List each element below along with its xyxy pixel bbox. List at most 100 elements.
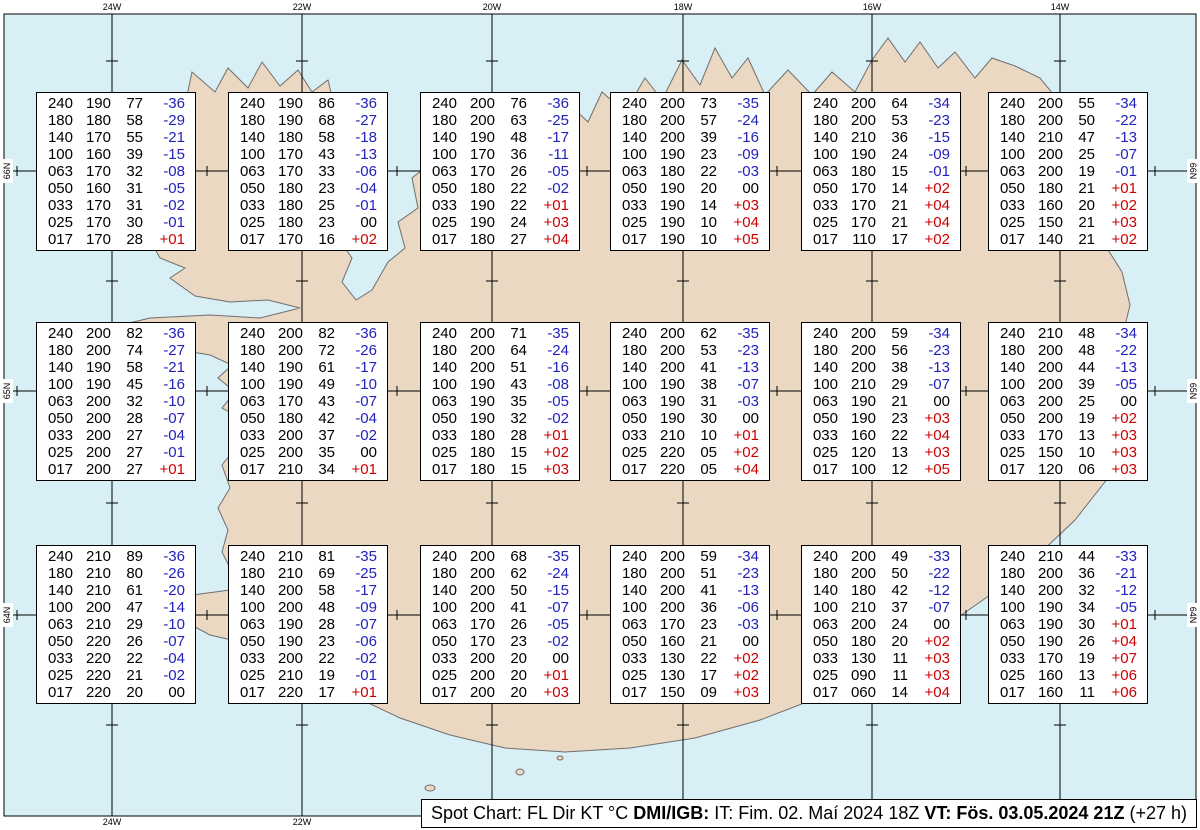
dir-value: 170: [469, 633, 495, 650]
dir-value: 130: [659, 650, 685, 667]
fl-value: 140: [621, 359, 647, 376]
kt-value: 41: [700, 359, 717, 376]
temp-value: -04: [355, 410, 377, 427]
temp-value: -02: [355, 650, 377, 667]
caption-bar: Spot Chart: FL Dir KT °C DMI/IGB: IT: Fi…: [420, 799, 1197, 828]
temp-value: +04: [924, 427, 950, 444]
fl-value: 050: [239, 410, 265, 427]
fl-value: 180: [431, 565, 457, 582]
kt-value: 21: [1078, 180, 1095, 197]
temp-value: -07: [163, 633, 185, 650]
fl-value: 140: [431, 359, 457, 376]
temp-value: -26: [355, 342, 377, 359]
dir-value: 090: [850, 667, 876, 684]
temp-value: -09: [737, 146, 759, 163]
temp-value: 00: [168, 684, 185, 701]
kt-value: 72: [318, 342, 335, 359]
fl-value: 063: [812, 616, 838, 633]
dir-value: 160: [85, 146, 111, 163]
dir-value: 180: [469, 180, 495, 197]
temp-value: -14: [163, 599, 185, 616]
dir-value: 150: [659, 684, 685, 701]
fl-value: 180: [999, 342, 1025, 359]
fl-value: 240: [999, 325, 1025, 342]
temp-value: -07: [737, 376, 759, 393]
dir-value: 210: [1037, 548, 1063, 565]
temp-value: -01: [163, 214, 185, 231]
kt-value: 21: [700, 633, 717, 650]
fl-value: 025: [431, 214, 457, 231]
fl-value: 180: [999, 565, 1025, 582]
temp-value: -16: [547, 359, 569, 376]
kt-value: 14: [700, 197, 717, 214]
dir-value: 190: [85, 359, 111, 376]
temp-value: -25: [355, 565, 377, 582]
kt-value: 27: [510, 231, 527, 248]
temp-value: +02: [1111, 410, 1137, 427]
kt-value: 17: [891, 231, 908, 248]
temp-value: -27: [163, 342, 185, 359]
dir-value: 170: [1037, 427, 1063, 444]
temp-value: -02: [163, 667, 185, 684]
kt-value: 24: [891, 616, 908, 633]
temp-value: -02: [355, 427, 377, 444]
kt-value: 64: [891, 95, 908, 112]
fl-value: 240: [47, 95, 73, 112]
kt-value: 43: [318, 146, 335, 163]
kt-value: 55: [126, 129, 143, 146]
lon-label: 18W: [672, 2, 694, 13]
fl-value: 140: [47, 129, 73, 146]
temp-value: -13: [355, 146, 377, 163]
kt-value: 53: [891, 112, 908, 129]
dir-value: 180: [850, 163, 876, 180]
temp-value: -05: [163, 180, 185, 197]
fl-value: 240: [431, 95, 457, 112]
kt-value: 55: [1078, 95, 1095, 112]
fl-value: 025: [621, 444, 647, 461]
temp-value: -02: [163, 197, 185, 214]
temp-value: +02: [733, 650, 759, 667]
dir-value: 210: [85, 548, 111, 565]
fl-value: 033: [621, 197, 647, 214]
dir-value: 200: [469, 599, 495, 616]
kt-value: 57: [700, 112, 717, 129]
temp-value: -03: [737, 616, 759, 633]
kt-value: 39: [1078, 376, 1095, 393]
dir-value: 190: [469, 376, 495, 393]
temp-value: +02: [733, 444, 759, 461]
temp-value: +01: [543, 667, 569, 684]
temp-value: -17: [355, 359, 377, 376]
temp-value: +01: [159, 461, 185, 478]
temp-value: -06: [355, 633, 377, 650]
kt-value: 28: [126, 231, 143, 248]
fl-value: 063: [621, 616, 647, 633]
temp-value: -15: [163, 146, 185, 163]
temp-value: -36: [355, 325, 377, 342]
kt-value: 23: [891, 410, 908, 427]
temp-value: +01: [543, 197, 569, 214]
kt-value: 36: [1078, 565, 1095, 582]
dir-value: 200: [277, 582, 303, 599]
temp-value: -01: [163, 444, 185, 461]
kt-value: 36: [510, 146, 527, 163]
dir-value: 220: [85, 650, 111, 667]
